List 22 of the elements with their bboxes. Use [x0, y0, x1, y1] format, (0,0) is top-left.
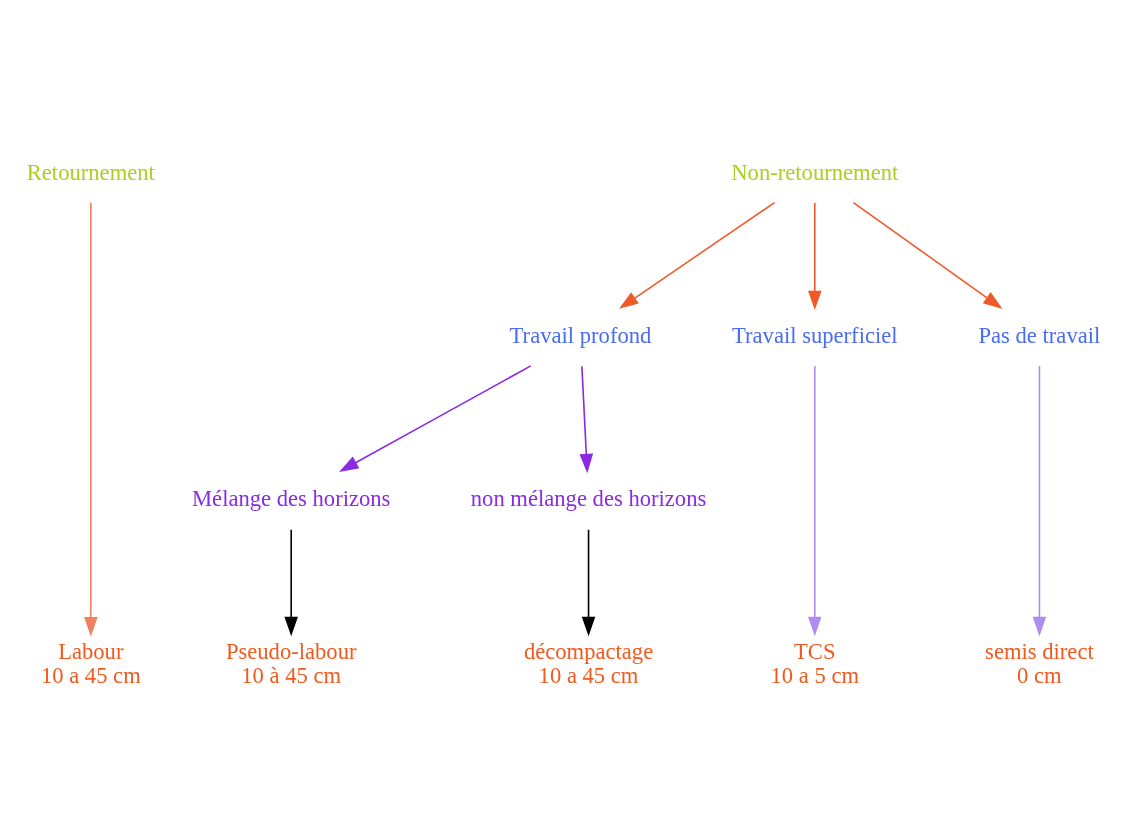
node-text: Travail profond	[509, 322, 652, 348]
node-text: non mélange des horizons	[470, 485, 707, 511]
arrow	[339, 365, 532, 472]
arrow	[619, 201, 776, 309]
arrow	[808, 365, 822, 637]
node-text: semis direct 0 cm	[985, 638, 1094, 688]
node-text: TCS 10 a 5 cm	[770, 638, 860, 688]
node-text: Non-retournement	[731, 159, 899, 185]
node-text: Labour 10 a 45 cm	[40, 638, 141, 688]
arrow	[1032, 365, 1047, 637]
arrow	[581, 528, 596, 637]
node-text: Pseudo-labour 10 à 45 cm	[225, 638, 357, 688]
node-text: Mélange des horizons	[191, 485, 391, 511]
node-text: Travail superficiel	[732, 322, 898, 348]
arrow	[284, 528, 298, 637]
arrow	[808, 202, 822, 311]
arrow	[84, 202, 98, 637]
arrow	[852, 201, 1003, 309]
node-text: décompactage 10 a 45 cm	[523, 638, 654, 688]
node-text: Retournement	[26, 159, 155, 185]
node-text: Pas de travail	[978, 322, 1101, 348]
arrow	[579, 365, 594, 474]
